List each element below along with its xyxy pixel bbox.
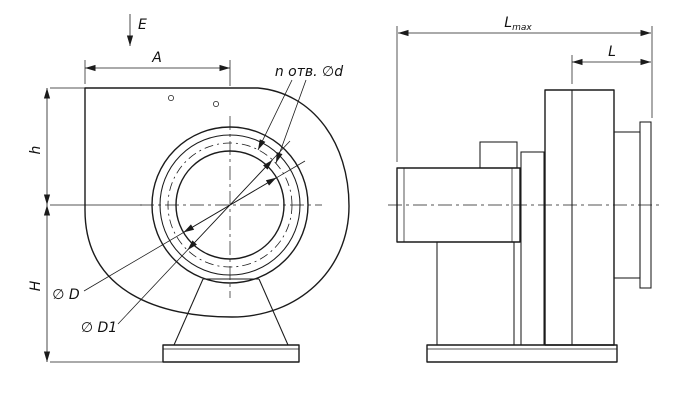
- callout-bolt-holes: n отв. ∅d: [257, 64, 343, 164]
- dim-E: E: [126, 14, 147, 46]
- dim-h-label: h: [28, 146, 44, 155]
- motor-stand: [436, 241, 515, 346]
- bearing-pedestal: [520, 151, 545, 346]
- dim-Lmax: Lmax: [396, 15, 653, 162]
- rivet-hole-icon: [213, 101, 219, 107]
- dim-D: ∅ D: [52, 160, 306, 303]
- dim-H: H: [28, 205, 163, 363]
- flange-face-circle: [159, 134, 301, 276]
- side-view: Lmax L: [388, 15, 662, 363]
- dim-L: L: [571, 44, 651, 84]
- base-plate-front: [162, 344, 300, 363]
- dim-D-label: ∅ D: [52, 287, 80, 303]
- front-view: E A n отв. ∅d h H: [28, 14, 350, 363]
- volute-casing-outline: [84, 87, 350, 318]
- flange-outer-circle: [151, 126, 309, 284]
- inlet-flange: [639, 121, 652, 289]
- base-plate-side: [426, 344, 618, 363]
- casing-side: [544, 89, 615, 346]
- inlet-bore-circle: [175, 150, 285, 260]
- pedestal-support: [162, 278, 300, 363]
- dim-A: A: [84, 50, 231, 86]
- terminal-box: [479, 141, 518, 169]
- dim-h: h: [28, 87, 142, 206]
- dim-A-label: A: [151, 50, 162, 66]
- dim-E-label: E: [138, 17, 147, 33]
- bolt-circle: [167, 142, 293, 268]
- dim-D1-label: ∅ D1: [81, 320, 117, 336]
- dim-D1: ∅ D1: [81, 140, 291, 336]
- dim-H-label: H: [28, 280, 44, 291]
- rivet-hole-icon: [168, 95, 174, 101]
- motor: [396, 141, 521, 243]
- dim-Lmax-label: Lmax: [504, 15, 532, 33]
- dim-L-label: L: [608, 44, 616, 60]
- bolt-holes-label: n отв. ∅d: [275, 64, 343, 80]
